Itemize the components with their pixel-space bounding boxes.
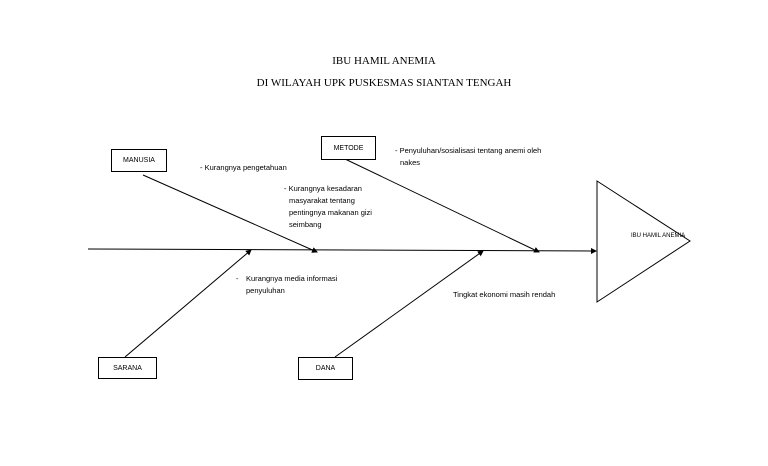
cause-kesadaran-line2: masyarakat tentang: [289, 196, 355, 205]
cause-penyuluhan: - Penyuluhan/sosialisasi tentang anemi o…: [395, 145, 541, 169]
cause-kesadaran: - Kurangnya kesadaran masyarakat tentang…: [284, 183, 372, 231]
cause-pengetahuan: - Kurangnya pengetahuan: [200, 163, 287, 172]
cause-kesadaran-line1: - Kurangnya kesadaran: [284, 184, 362, 193]
cause-penyuluhan-line2: nakes: [400, 158, 421, 167]
category-dana: DANA: [298, 357, 353, 380]
cause-media: -Kurangnya media informasi penyuluhan: [236, 273, 337, 297]
cause-media-line1: Kurangnya media informasi: [246, 274, 338, 283]
category-manusia: MANUSIA: [111, 149, 167, 172]
category-sarana: SARANA: [98, 357, 157, 379]
fish-head-triangle: [596, 180, 691, 303]
bone-metode: [344, 158, 540, 253]
cause-media-line2: penyuluhan: [246, 286, 285, 295]
bone-sarana: [124, 249, 252, 358]
cause-penyuluhan-line1: - Penyuluhan/sosialisasi tentang anemi o…: [395, 146, 542, 155]
cause-ekonomi: Tingkat ekonomi masih rendah: [453, 290, 556, 299]
bone-manusia: [142, 174, 318, 253]
diagram-subtitle: DI WILAYAH UPK PUSKESMAS SIANTAN TENGAH: [256, 77, 512, 89]
category-metode: METODE: [321, 136, 376, 160]
bone-dana: [334, 250, 484, 358]
cause-kesadaran-line4: seimbang: [289, 220, 322, 229]
spine-line: [87, 247, 597, 254]
cause-kesadaran-line3: pentingnya makanan gizi: [289, 208, 372, 217]
diagram-title: IBU HAMIL ANEMIA: [332, 55, 436, 67]
head-label: IBU HAMIL ANEMIA: [631, 233, 686, 239]
cause-media-dash: -: [236, 274, 239, 283]
